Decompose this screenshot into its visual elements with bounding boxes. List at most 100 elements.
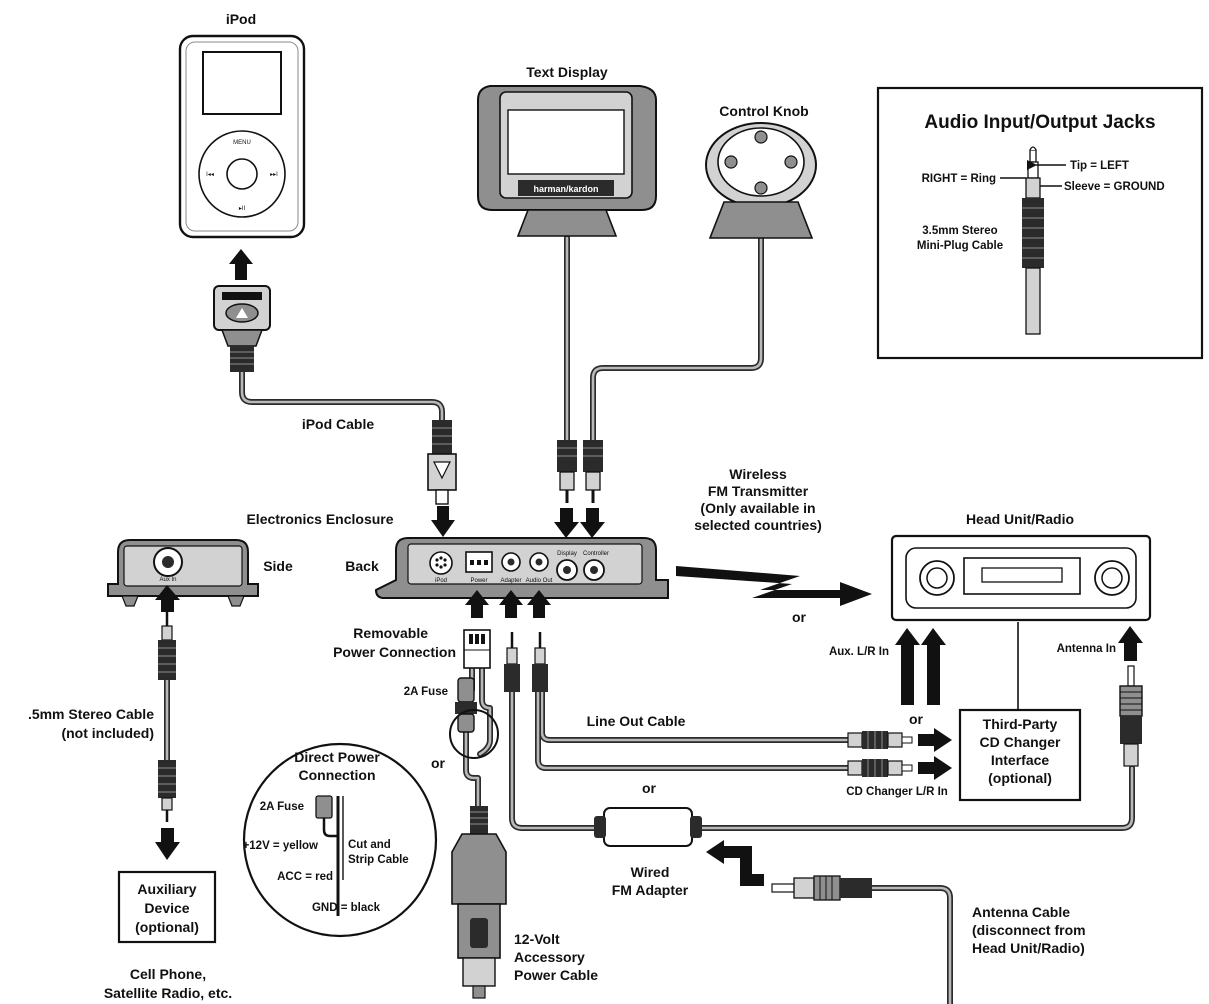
arrow-down-to-ipod-port	[431, 506, 455, 537]
ipod-screen	[202, 51, 282, 115]
arrow-up-to-aux-in	[155, 585, 180, 612]
antenna-cable	[869, 885, 953, 1004]
text-display-screen	[507, 109, 625, 175]
control-knob-title: Control Knob	[719, 103, 808, 119]
cd-changer-lr-label: CD Changer L/R In	[846, 786, 948, 798]
aux-examples-line2: Satellite Radio, etc.	[104, 985, 232, 1001]
antenna-plug	[1119, 665, 1143, 767]
svg-text:iPod: iPod	[435, 578, 447, 584]
svg-text:Audio Out: Audio Out	[526, 578, 553, 584]
cd-interface-line1: Third-Party	[983, 716, 1058, 732]
aux-device-line2: Device	[144, 900, 189, 916]
arrows-right-to-cd-interface	[918, 728, 952, 780]
enclosure-back: iPod Power Adapter Audio Out Display Con…	[374, 537, 669, 599]
text-display-title: Text Display	[526, 64, 608, 80]
wireless-line3: (Only available in	[700, 500, 815, 516]
ipod-cable-label: iPod Cable	[302, 416, 375, 432]
port-power: Power	[465, 551, 493, 584]
port-audio-out: Audio Out	[526, 552, 553, 584]
wireless-line1: Wireless	[729, 466, 787, 482]
auxiliary-device-box: Auxiliary Device (optional)	[117, 870, 217, 944]
port-ipod: iPod	[429, 551, 453, 584]
direct-power-acc: ACC = red	[277, 871, 333, 883]
ipod-next-label: ▸▸I	[270, 172, 278, 178]
antenna-cable-line2: (disconnect from	[972, 922, 1086, 938]
fuse-label: 2A Fuse	[404, 686, 448, 698]
inset-cable-line1: 3.5mm Stereo	[922, 225, 997, 237]
or-adapter: or	[642, 780, 657, 796]
antenna-cable-line1: Antenna Cable	[972, 904, 1070, 920]
direct-power-cut1: Cut and	[348, 839, 391, 851]
aux-device-line1: Auxiliary	[137, 881, 196, 897]
arrow-up-to-antenna-in	[1118, 626, 1143, 661]
control-knob-device: Control Knob	[705, 103, 817, 239]
port-adapter: Adapter	[500, 552, 522, 584]
wireless-line2: FM Transmitter	[708, 483, 809, 499]
cd-interface-line2: CD Changer	[980, 734, 1061, 750]
inset-sleeve: Sleeve = GROUND	[1064, 181, 1165, 193]
arrow-bent-to-adapter	[706, 840, 764, 886]
aux-device-line3: (optional)	[135, 919, 199, 935]
direct-power-title1: Direct Power	[294, 749, 380, 765]
stereo-cable-bottom-plug	[158, 760, 176, 822]
ipod-cable	[239, 367, 445, 431]
ipod-menu-label: MENU	[233, 140, 251, 146]
direct-power-title2: Connection	[299, 767, 376, 783]
removable-line1: Removable	[353, 625, 428, 641]
controller-cable	[590, 231, 764, 451]
wired-fm-adapter-box	[594, 807, 702, 847]
arrows-up-to-back-ports	[465, 590, 551, 618]
stereo-cable-top-plug	[158, 612, 176, 680]
ipod-title: iPod	[226, 11, 256, 27]
back-label: Back	[345, 558, 379, 574]
antenna-in-label: Antenna In	[1057, 643, 1116, 655]
mini-plug-drawing	[1022, 146, 1044, 335]
arrows-down-to-display-ports	[554, 508, 605, 538]
svg-text:Adapter: Adapter	[500, 578, 521, 584]
audio-jacks-inset: Audio Input/Output Jacks Tip = LEFT RIGH…	[876, 86, 1204, 360]
line-out-label: Line Out Cable	[587, 713, 686, 729]
direct-power-12v: +12V = yellow	[243, 840, 318, 852]
direct-power-callout: Direct Power Connection 2A Fuse +12V = y…	[243, 742, 438, 938]
cd-interface-line4: (optional)	[988, 770, 1052, 786]
wired-adapter-line2: FM Adapter	[612, 882, 689, 898]
enclosure-side: Aux In	[107, 539, 259, 607]
accessory-line2: Accessory	[514, 949, 585, 965]
ipod-dock-connector	[213, 285, 271, 372]
svg-text:Controller: Controller	[583, 551, 609, 557]
svg-text:Power: Power	[470, 578, 487, 584]
accessory-line3: Power Cable	[514, 967, 598, 983]
cigarette-lighter-plug	[451, 806, 507, 999]
arrow-down-to-aux-device	[155, 828, 180, 860]
removable-line2: Power Connection	[333, 644, 456, 660]
antenna-cable-plug	[771, 875, 872, 901]
ipod-prev-label: I◂◂	[206, 172, 214, 178]
wireless-line4: selected countries)	[694, 517, 822, 533]
head-unit-device	[890, 534, 1152, 622]
or-power: or	[431, 755, 446, 771]
or-wireless: or	[792, 609, 807, 625]
ipod-center-button	[226, 158, 258, 190]
arrow-up-to-ipod	[229, 249, 253, 280]
ipod-play-label: ▸II	[239, 206, 246, 212]
direct-power-gnd: GND = black	[312, 902, 381, 914]
fuse-callout-circle	[449, 709, 499, 759]
port-display: Display	[556, 551, 578, 581]
aux-lr-label: Aux. L/R In	[829, 646, 889, 658]
audio-out-plug	[532, 632, 548, 692]
inset-tip: Tip = LEFT	[1070, 160, 1129, 172]
direct-power-cut2: Strip Cable	[348, 854, 409, 866]
fuse-holder	[455, 677, 477, 733]
ipod-device: iPod MENU I◂◂ ▸▸I ▸II	[178, 11, 306, 239]
wired-adapter-line1: Wired	[631, 864, 670, 880]
inset-cable-line2: Mini-Plug Cable	[917, 240, 1003, 252]
line-out-cable	[535, 687, 851, 771]
enclosure-title: Electronics Enclosure	[246, 511, 393, 527]
text-display-device: Text Display harman/kardon	[477, 64, 657, 237]
stereo-cable-line2: (not included)	[61, 725, 154, 741]
rca-plugs	[847, 731, 913, 777]
inset-title: Audio Input/Output Jacks	[924, 112, 1155, 133]
inset-ring: RIGHT = Ring	[922, 173, 996, 185]
